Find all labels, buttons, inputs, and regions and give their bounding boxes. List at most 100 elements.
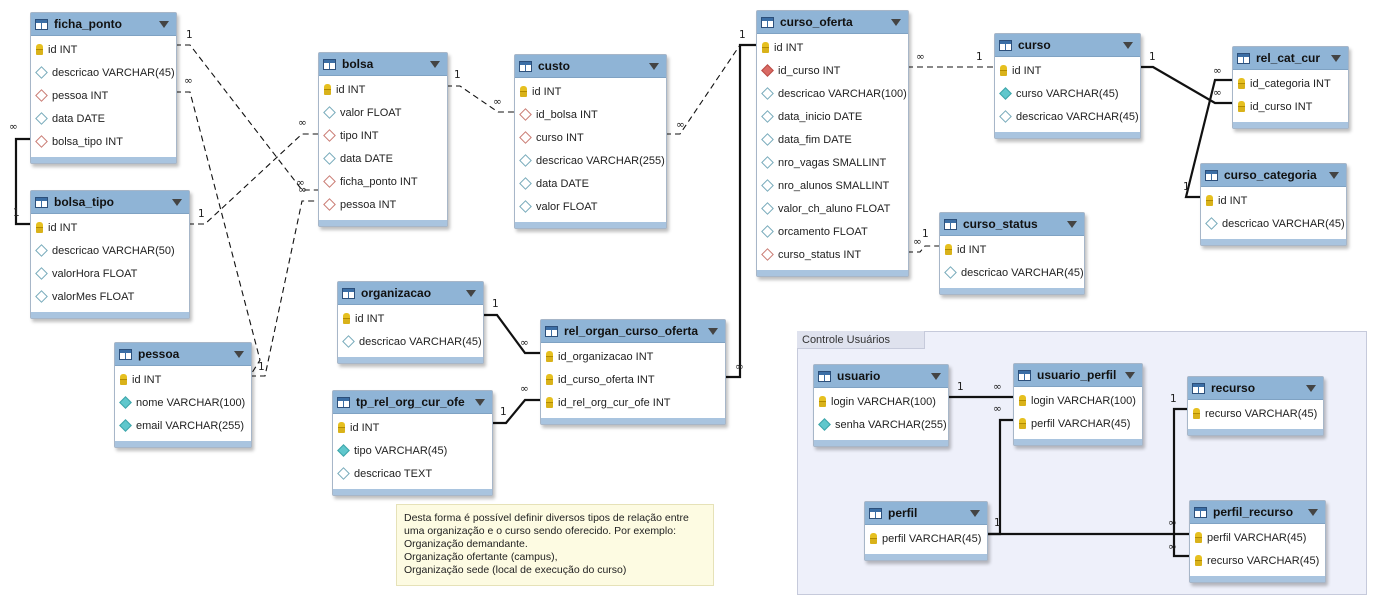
table-header[interactable]: custo xyxy=(515,55,666,78)
collapse-arrow-icon[interactable] xyxy=(159,21,169,28)
column-row[interactable]: id INT xyxy=(515,80,666,103)
table-header[interactable]: usuario xyxy=(814,365,948,388)
column-row[interactable]: perfil VARCHAR(45) xyxy=(1190,526,1325,549)
collapse-arrow-icon[interactable] xyxy=(1331,55,1341,62)
collapse-arrow-icon[interactable] xyxy=(466,290,476,297)
table-header[interactable]: ficha_ponto xyxy=(31,13,176,36)
collapse-arrow-icon[interactable] xyxy=(475,399,485,406)
column-row[interactable]: data_inicio DATE xyxy=(757,105,908,128)
collapse-arrow-icon[interactable] xyxy=(1308,509,1318,516)
table-header[interactable]: tp_rel_org_cur_ofe xyxy=(333,391,492,414)
collapse-arrow-icon[interactable] xyxy=(891,19,901,26)
column-row[interactable]: data DATE xyxy=(515,172,666,195)
collapse-arrow-icon[interactable] xyxy=(708,328,718,335)
column-row[interactable]: descricao VARCHAR(45) xyxy=(995,105,1140,128)
collapse-arrow-icon[interactable] xyxy=(430,61,440,68)
table-header[interactable]: curso xyxy=(995,34,1140,57)
column-row[interactable]: perfil VARCHAR(45) xyxy=(865,527,987,550)
column-row[interactable]: id INT xyxy=(757,36,908,59)
collapse-arrow-icon[interactable] xyxy=(649,63,659,70)
column-row[interactable]: bolsa_tipo INT xyxy=(31,130,176,153)
column-row[interactable]: pessoa INT xyxy=(319,193,447,216)
column-row[interactable]: data DATE xyxy=(319,147,447,170)
column-row[interactable]: recurso VARCHAR(45) xyxy=(1190,549,1325,572)
column-row[interactable]: descricao VARCHAR(45) xyxy=(1201,212,1346,235)
column-row[interactable]: id_curso_oferta INT xyxy=(541,368,725,391)
table-header[interactable]: organizacao xyxy=(338,282,483,305)
column-row[interactable]: tipo INT xyxy=(319,124,447,147)
column-row[interactable]: id INT xyxy=(940,238,1084,261)
column-row[interactable]: valor FLOAT xyxy=(319,101,447,124)
table-header[interactable]: rel_cat_cur xyxy=(1233,47,1348,70)
column-row[interactable]: login VARCHAR(100) xyxy=(1014,389,1142,412)
column-row[interactable]: valorMes FLOAT xyxy=(31,285,189,308)
column-row[interactable]: descricao TEXT xyxy=(333,462,492,485)
column-row[interactable]: curso_status INT xyxy=(757,243,908,266)
column-row[interactable]: perfil VARCHAR(45) xyxy=(1014,412,1142,435)
column-row[interactable]: email VARCHAR(255) xyxy=(115,414,251,437)
column-row[interactable]: pessoa INT xyxy=(31,84,176,107)
collapse-arrow-icon[interactable] xyxy=(1329,172,1339,179)
table-header[interactable]: recurso xyxy=(1188,377,1323,400)
column-row[interactable]: id_curso INT xyxy=(757,59,908,82)
column-row[interactable]: descricao VARCHAR(45) xyxy=(940,261,1084,284)
column-row[interactable]: id INT xyxy=(1201,189,1346,212)
column-row[interactable]: nro_alunos SMALLINT xyxy=(757,174,908,197)
column-row[interactable]: id_rel_org_cur_ofe INT xyxy=(541,391,725,414)
collapse-arrow-icon[interactable] xyxy=(1306,385,1316,392)
column-row[interactable]: senha VARCHAR(255) xyxy=(814,413,948,436)
table-header[interactable]: bolsa_tipo xyxy=(31,191,189,214)
column-row[interactable]: descricao VARCHAR(45) xyxy=(31,61,176,84)
table-header[interactable]: curso_categoria xyxy=(1201,164,1346,187)
table-header[interactable]: pessoa xyxy=(115,343,251,366)
table-header[interactable]: rel_organ_curso_oferta xyxy=(541,320,725,343)
column-row[interactable]: valor_ch_aluno FLOAT xyxy=(757,197,908,220)
column-row[interactable]: data DATE xyxy=(31,107,176,130)
column-row[interactable]: id_organizacao INT xyxy=(541,345,725,368)
column-row[interactable]: descricao VARCHAR(255) xyxy=(515,149,666,172)
table-header[interactable]: perfil xyxy=(865,502,987,525)
collapse-arrow-icon[interactable] xyxy=(234,351,244,358)
column-row[interactable]: tipo VARCHAR(45) xyxy=(333,439,492,462)
column-row[interactable]: valorHora FLOAT xyxy=(31,262,189,285)
column-row[interactable]: id_curso INT xyxy=(1233,95,1348,118)
column-row[interactable]: login VARCHAR(100) xyxy=(814,390,948,413)
column-row[interactable]: valor FLOAT xyxy=(515,195,666,218)
column-row[interactable]: id_bolsa INT xyxy=(515,103,666,126)
collapse-arrow-icon[interactable] xyxy=(172,199,182,206)
collapse-arrow-icon[interactable] xyxy=(1123,42,1133,49)
column-row[interactable]: curso VARCHAR(45) xyxy=(995,82,1140,105)
column-row[interactable]: id INT xyxy=(319,78,447,101)
column-row[interactable]: data_fim DATE xyxy=(757,128,908,151)
column-row[interactable]: descricao VARCHAR(50) xyxy=(31,239,189,262)
column-row[interactable]: id INT xyxy=(338,307,483,330)
column-row[interactable]: orcamento FLOAT xyxy=(757,220,908,243)
column-row[interactable]: nome VARCHAR(100) xyxy=(115,391,251,414)
column-row[interactable]: id INT xyxy=(31,216,189,239)
column-row[interactable]: nro_vagas SMALLINT xyxy=(757,151,908,174)
table-header[interactable]: bolsa xyxy=(319,53,447,76)
column-row[interactable]: recurso VARCHAR(45) xyxy=(1188,402,1323,425)
column-row[interactable]: id_categoria INT xyxy=(1233,72,1348,95)
column-row[interactable]: ficha_ponto INT xyxy=(319,170,447,193)
table-header[interactable]: perfil_recurso xyxy=(1190,501,1325,524)
column-row[interactable]: id INT xyxy=(995,59,1140,82)
collapse-arrow-icon[interactable] xyxy=(1125,372,1135,379)
